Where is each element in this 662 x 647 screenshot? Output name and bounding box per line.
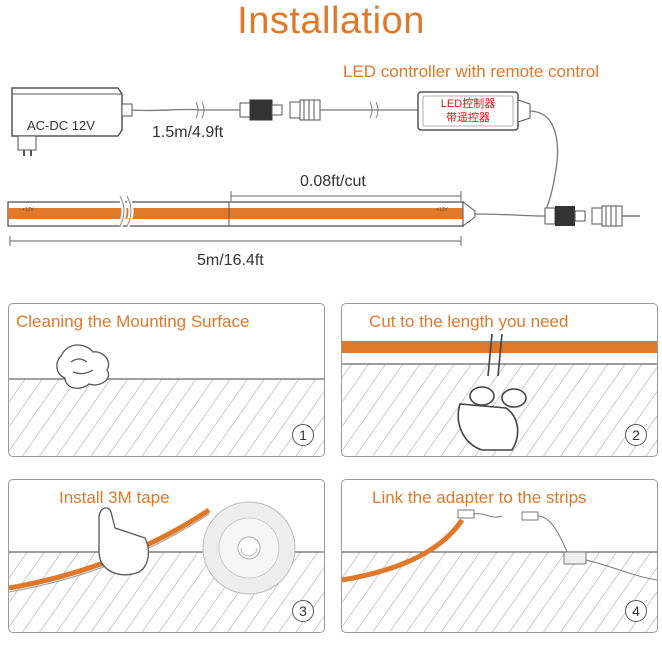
connector-link-icon [457,509,657,581]
step-panel-cleaning: Cleaning the Mounting Surface 1 [8,303,325,457]
controller-output-cable [529,110,559,213]
controller-caption: LED controller with remote control [343,62,600,81]
dc-connector-pair-top [239,99,321,121]
dc-connector-pair-strip [544,205,640,227]
led-strip [7,194,476,228]
controller-label: LED控制器 带遥控器 [440,98,496,124]
step-3-number: 3 [292,600,314,622]
adapter-cable [131,108,240,112]
step-4-title: Link the adapter to the strips [372,488,587,507]
cut-interval-dimension [230,191,462,201]
step-panel-link: Link the adapter to the strips 4 [341,479,658,633]
step-3-title: Install 3M tape [59,488,170,507]
cloth-icon [56,344,110,389]
cable-break-icon [369,101,379,119]
power-adapter [11,87,133,156]
scissors-icon [457,333,527,451]
plug-prongs-icon [17,135,37,156]
step-2-number: 2 [625,424,647,446]
step-4-number: 4 [625,600,647,622]
step-panel-cutting: Cut to the length you need 2 [341,303,658,457]
step-panel-tape: Install 3M tape 3 [8,479,325,633]
step-1-number: 1 [292,424,314,446]
step-2-title: Cut to the length you need [369,312,569,331]
wiring-diagram: +12V +12V [7,87,640,246]
step-1-title: Cleaning the Mounting Surface [16,312,250,331]
strip-polarity-left: +12V [22,207,34,213]
strip-length-dimension [9,236,462,246]
strip-polarity-right: +12V [436,207,448,213]
tape-reel-icon [202,501,296,595]
cable-break-icon [195,101,205,119]
page-title: Installation [237,0,425,42]
cut-interval-label: 0.08ft/cut [300,173,366,190]
adapter-label: AC-DC 12V [27,118,95,133]
strip-segment [342,341,657,353]
cable-length-label: 1.5m/4.9ft [152,124,224,141]
strip-segment [342,518,465,583]
strip-length-label: 5m/16.4ft [197,252,264,269]
led-controller [417,91,531,131]
hand-icon [98,507,150,576]
